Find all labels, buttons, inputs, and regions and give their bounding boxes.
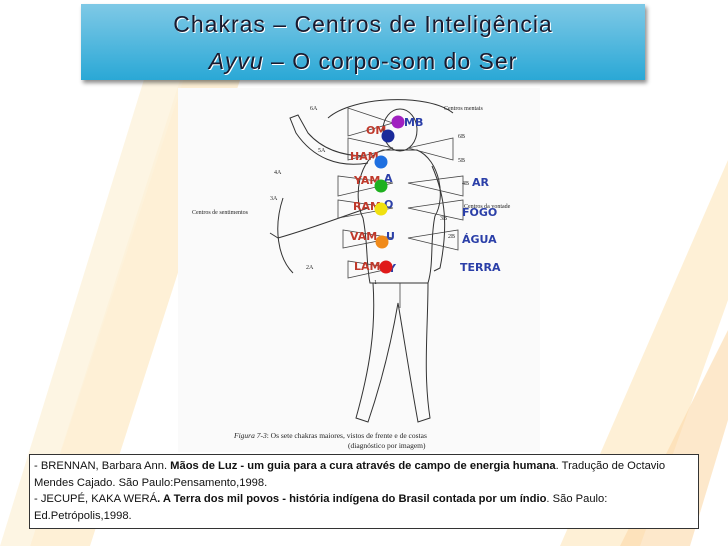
label-5b: 5B	[458, 158, 465, 164]
mantra-mb: MB	[404, 116, 423, 129]
chakra-dot-sacral	[376, 236, 389, 249]
figure-legs	[356, 283, 430, 422]
label-5a: 5A	[318, 148, 326, 154]
chakra-dot-throat	[375, 156, 388, 169]
label-2a: 2A	[306, 265, 314, 271]
chakra-dot-third-eye	[382, 130, 395, 143]
figure-caption-text: : Os sete chakras maiores, vistos de fre…	[267, 431, 427, 440]
title-line-1: Chakras – Centros de Inteligência	[81, 11, 645, 38]
reference-title: . A Terra dos mil povos - história indíg…	[157, 493, 546, 505]
chakra-dot-heart	[375, 180, 388, 193]
chakra-figure: Centros mentais Centros de sentimentos C…	[178, 88, 540, 452]
mantra-lam: LAM	[354, 260, 380, 273]
label-3b: 3B	[440, 216, 447, 222]
reference-author: - JECUPÉ, KAKA WERÁ	[34, 493, 157, 505]
mantra-vam: VAM	[350, 230, 377, 243]
reference-author: - BRENNAN, Barbara Ann.	[34, 460, 170, 472]
label-centros-sentimentos: Centros de sentimentos	[192, 210, 249, 216]
title-line-2: Ayvu – O corpo-som do Ser	[81, 48, 645, 75]
figure-caption-label: Figura 7-3	[233, 431, 267, 440]
title-ayvu: Ayvu	[209, 48, 264, 74]
label-4a: 4A	[274, 170, 282, 176]
chakra-dot-crown	[392, 116, 405, 129]
label-centros-mentais: Centros mentais	[444, 106, 483, 112]
element-fogo: FOGO	[462, 206, 497, 219]
label-3a: 3A	[270, 196, 278, 202]
element-terra: TERRA	[460, 261, 501, 274]
figure-caption-line1: Figura 7-3: Os sete chakras maiores, vis…	[233, 431, 427, 440]
reference-item: - BRENNAN, Barbara Ann. Mãos de Luz - um…	[34, 458, 694, 491]
label-2b: 2B	[448, 234, 455, 240]
chakra-dot-root	[380, 261, 393, 274]
label-4b: 4B	[462, 181, 469, 187]
label-6a: 6A	[310, 106, 318, 112]
chakra-diagram: Centros mentais Centros de sentimentos C…	[178, 88, 540, 452]
reference-item: - JECUPÉ, KAKA WERÁ. A Terra dos mil pov…	[34, 491, 694, 524]
label-6b: 6B	[458, 134, 465, 140]
element-agua: ÁGUA	[462, 233, 497, 246]
title-line-2-rest: – O corpo-som do Ser	[264, 48, 518, 74]
figure-caption-line2: (diagnóstico por imagem)	[348, 441, 426, 450]
chakra-dot-solar-plexus	[375, 203, 388, 216]
references-box: - BRENNAN, Barbara Ann. Mãos de Luz - um…	[29, 454, 699, 529]
label-1: 1	[374, 280, 377, 286]
element-ar: AR	[472, 176, 490, 189]
mantra-ham: HAM	[350, 150, 379, 163]
reference-title: Mãos de Luz - um guia para a cura atravé…	[170, 460, 555, 472]
aura-arc	[328, 100, 453, 118]
title-banner: Chakras – Centros de Inteligência Ayvu –…	[81, 4, 645, 80]
